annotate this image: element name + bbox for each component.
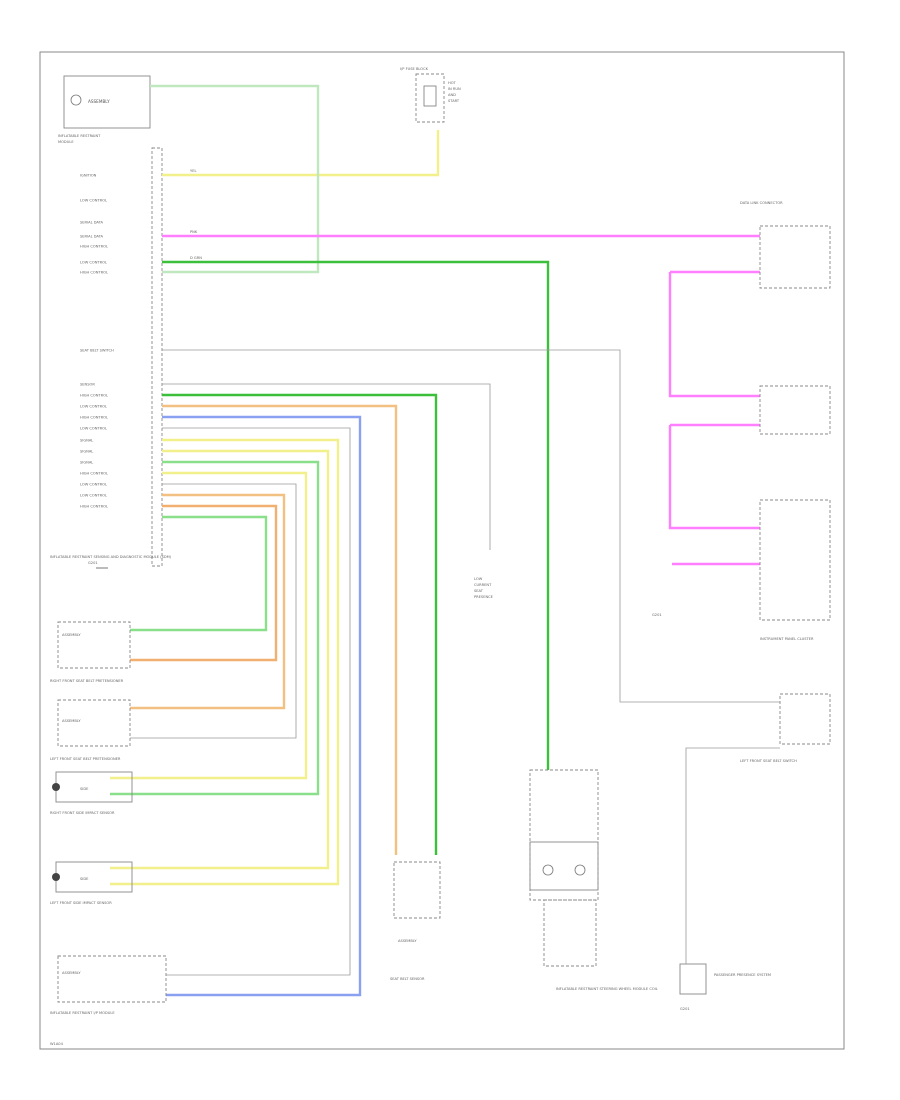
right-modules: DATA LINK CONNECTOR INSTRUMENT PANEL CLU… (679, 201, 831, 1011)
sdm-label: INFLATABLE RESTRAINT SENSING AND DIAGNOS… (50, 555, 172, 559)
svg-text:G201: G201 (88, 561, 98, 565)
svg-text:HOT: HOT (448, 81, 457, 85)
wire-pink-branch-1 (668, 272, 760, 398)
page-code: W1A04 (50, 1042, 64, 1046)
lf-side-sensor-box: SIDE LEFT FRONT SIDE IMPACT SENSOR (50, 861, 133, 905)
wire-label-green: D GRN (190, 256, 202, 260)
pin-label: IGNITION (80, 174, 97, 178)
svg-text:SIDE: SIDE (80, 787, 89, 791)
dlc-label: DATA LINK CONNECTOR (740, 201, 783, 205)
wire-orange-pretensioner (162, 404, 398, 855)
pin-label: HIGH CONTROL (80, 472, 108, 476)
lf-pretensioner-label: LEFT FRONT SEAT BELT PRETENSIONER (50, 757, 121, 761)
svg-text:CURRENT: CURRENT (474, 583, 492, 587)
pin-label: SIGNAL (80, 439, 93, 443)
lf-seat-switch-label: LEFT FRONT SEAT BELT SWITCH (740, 759, 797, 763)
svg-text:INFLATABLE RESTRAINT: INFLATABLE RESTRAINT (58, 134, 101, 138)
pin-label: LOW CONTROL (80, 427, 107, 431)
center-ip-labels: LOW CURRENT SEAT PRESENCE (474, 577, 494, 599)
svg-text:ASSEMBLY: ASSEMBLY (62, 971, 81, 975)
pin-label: SIGNAL (80, 450, 93, 454)
svg-text:SEAT BELT SENSOR: SEAT BELT SENSOR (390, 977, 425, 981)
svg-text:SEAT: SEAT (474, 589, 484, 593)
pin-label: SERIAL DATA (80, 221, 104, 225)
pin-label: SIGNAL (80, 461, 93, 465)
svg-text:START: START (448, 99, 460, 103)
ground-label: G201 (680, 1007, 690, 1011)
center-connector: ASSEMBLY SEAT BELT SENSOR (390, 861, 441, 981)
ipc-label: INSTRUMENT PANEL CLUSTER (760, 637, 814, 641)
svg-text:IN RUN: IN RUN (448, 87, 461, 91)
svg-text:PRESENCE: PRESENCE (474, 595, 494, 599)
wire-gray-seatbelt (162, 349, 780, 703)
wire-orange-3 (130, 504, 278, 662)
rf-side-sensor-label: RIGHT FRONT SIDE IMPACT SENSOR (50, 811, 115, 815)
wire-lt-green-2 (110, 460, 320, 796)
pink-ground: G201 (652, 613, 662, 617)
pin-label: HIGH CONTROL (80, 505, 108, 509)
svg-text:LOW: LOW (474, 577, 483, 581)
ground-symbol-left: G201 (88, 561, 108, 569)
diagram-frame (39, 51, 845, 1050)
pin-label: HIGH CONTROL (80, 416, 108, 420)
rf-side-sensor-box: SIDE RIGHT FRONT SIDE IMPACT SENSOR (50, 771, 133, 815)
pin-label: LOW CONTROL (80, 494, 107, 498)
svg-text:ASSEMBLY: ASSEMBLY (62, 719, 81, 723)
wire-label-yellow: YEL (190, 169, 196, 173)
wire-yellow-4 (110, 471, 308, 780)
sdm-module: INFLATABLE RESTRAINT SENSING AND DIAGNOS… (50, 147, 172, 567)
wire-yellow-3 (110, 449, 330, 870)
wire-gray-3 (130, 483, 297, 739)
rf-pretensioner-box: ASSEMBLY RIGHT FRONT SEAT BELT PRETENSIO… (50, 621, 131, 683)
pin-label: HIGH CONTROL (80, 245, 108, 249)
pin-label: HIGH CONTROL (80, 394, 108, 398)
lf-side-sensor-label: LEFT FRONT SIDE IMPACT SENSOR (50, 901, 112, 905)
fuse-block-label: I/P FUSE BLOCK (400, 67, 429, 71)
pin-label: SEAT BELT SWITCH (80, 349, 114, 353)
pass-presence-label: PASSENGER PRESENCE SYSTEM (714, 973, 771, 977)
lf-pretensioner-box: ASSEMBLY LEFT FRONT SEAT BELT PRETENSION… (50, 699, 131, 761)
fuse-block: I/P FUSE BLOCK HOT IN RUN AND START (400, 67, 461, 123)
wire-gray-2 (162, 427, 351, 976)
pin-label: LOW CONTROL (80, 405, 107, 409)
pin-label: SERIAL DATA (80, 235, 104, 239)
pin-label: LOW CONTROL (80, 199, 107, 203)
wire-yellow-2 (110, 438, 340, 886)
wire-green-pretensioner (162, 393, 438, 855)
top-left-component: ASSEMBLY INFLATABLE RESTRAINT MODULE (58, 75, 151, 144)
wire-lt-green-top (150, 84, 320, 274)
wire-gray-ip (162, 383, 491, 550)
steering-coil: INFLATABLE RESTRAINT STEERING WHEEL MODU… (529, 769, 658, 991)
wire-orange-2 (130, 493, 286, 710)
wire-label-pink: PNK (190, 230, 198, 234)
rf-pretensioner-label: RIGHT FRONT SEAT BELT PRETENSIONER (50, 679, 124, 683)
pin-label: SENSOR (80, 383, 95, 387)
svg-text:ASSEMBLY: ASSEMBLY (88, 99, 110, 104)
svg-text:AND: AND (448, 93, 456, 97)
wire-green-steering (162, 260, 550, 770)
svg-text:MODULE: MODULE (58, 140, 74, 144)
pin-label: LOW CONTROL (80, 483, 107, 487)
svg-text:ASSEMBLY: ASSEMBLY (62, 633, 81, 637)
pin-label: LOW CONTROL (80, 261, 107, 265)
svg-text:G201: G201 (652, 613, 662, 617)
wire-gray-right (685, 747, 780, 964)
wire-pink-branch-3 (668, 425, 760, 530)
steering-coil-label: INFLATABLE RESTRAINT STEERING WHEEL MODU… (556, 987, 658, 991)
pin-labels: IGNITION LOW CONTROL SERIAL DATA SERIAL DAT… (80, 174, 114, 509)
wire-yellow-ignition (162, 130, 440, 177)
pass-ip-label: INFLATABLE RESTRAINT I/P MODULE (50, 1011, 115, 1015)
wire-blue-pass (162, 415, 362, 997)
pass-ip-box: ASSEMBLY INFLATABLE RESTRAINT I/P MODULE (50, 955, 167, 1015)
wire-lt-green-3 (130, 515, 268, 632)
pin-label: HIGH CONTROL (80, 271, 108, 275)
svg-text:SIDE: SIDE (80, 877, 89, 881)
svg-text:ASSEMBLY: ASSEMBLY (398, 939, 417, 943)
